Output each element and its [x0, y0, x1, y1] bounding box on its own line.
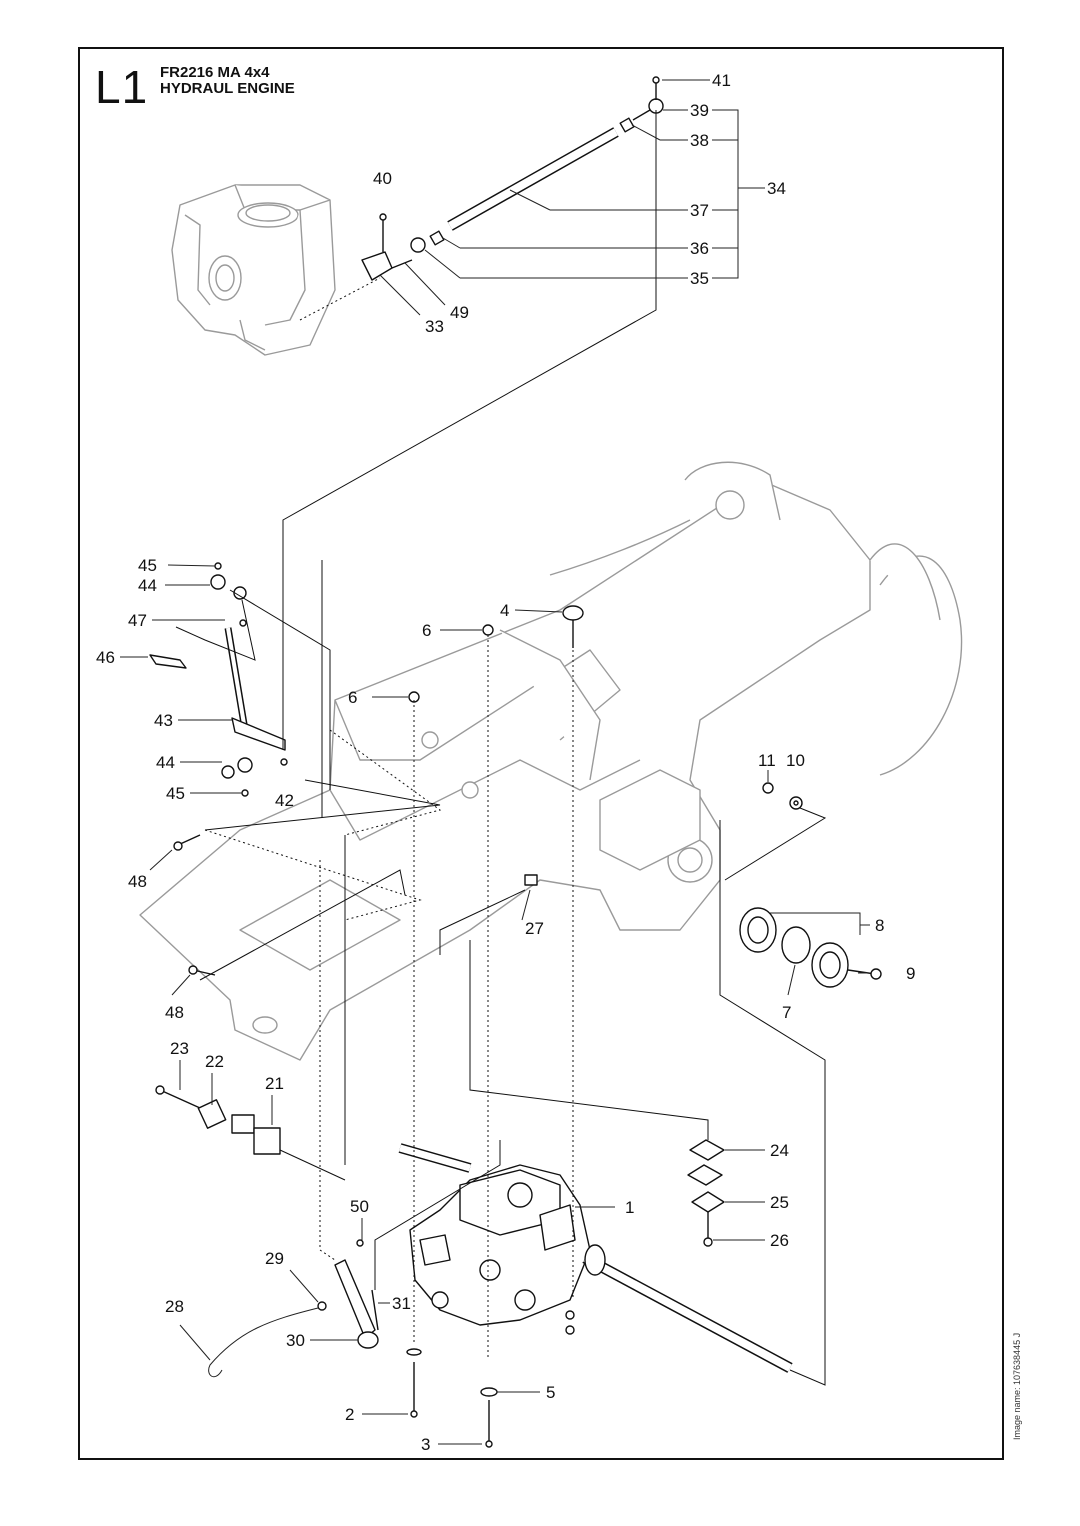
callout-3: 3	[421, 1435, 430, 1454]
chassis-frame-ghost	[139, 461, 963, 1061]
callout-11: 11	[758, 751, 776, 770]
steering-arm-parts	[149, 562, 288, 797]
callout-6-lower: 6	[348, 688, 357, 707]
axle-bearing-parts	[739, 782, 882, 988]
callout-leaders	[120, 79, 870, 1445]
callout-21: 21	[265, 1074, 284, 1093]
callout-28: 28	[165, 1297, 184, 1316]
drawing-frame	[78, 47, 1004, 1460]
callout-38: 38	[690, 131, 709, 150]
callout-41: 41	[712, 71, 731, 90]
clamp-24-25-26	[687, 1139, 725, 1247]
callout-34: 34	[767, 179, 786, 198]
callout-33: 33	[425, 317, 444, 336]
callout-47: 47	[128, 611, 147, 630]
callout-23: 23	[170, 1039, 189, 1058]
shift-lever-parts	[208, 1239, 379, 1378]
callout-7: 7	[782, 1003, 791, 1022]
callout-36: 36	[690, 239, 709, 258]
model-name: FR2216 MA 4x4	[160, 64, 270, 81]
sheet-title: HYDRAUL ENGINE	[160, 80, 295, 97]
tie-rod-assembly	[361, 76, 664, 281]
assembly-lines	[175, 110, 827, 1386]
callout-46: 46	[96, 648, 115, 667]
callout-27: 27	[525, 919, 544, 938]
callout-45-bottom: 45	[166, 784, 185, 803]
bolts-2-3-5	[406, 1310, 575, 1448]
callout-45-top: 45	[138, 556, 157, 575]
section-code: L1	[95, 61, 149, 113]
callout-48-upper: 48	[128, 872, 147, 891]
bolt-4-nuts-6	[408, 605, 584, 886]
callout-22: 22	[205, 1052, 224, 1071]
callout-26: 26	[770, 1231, 789, 1250]
callout-44-top: 44	[138, 576, 157, 595]
brackets-21-22-23	[155, 1085, 281, 1155]
callout-10: 10	[786, 751, 805, 770]
transmission-housing-ghost	[171, 184, 336, 356]
callout-8: 8	[875, 916, 884, 935]
callout-24: 24	[770, 1141, 789, 1160]
transaxle-unit	[398, 1143, 793, 1373]
callout-9: 9	[906, 964, 915, 983]
callout-39: 39	[690, 101, 709, 120]
callout-2: 2	[345, 1405, 354, 1424]
callout-5: 5	[546, 1383, 555, 1402]
callout-37: 37	[690, 201, 709, 220]
callout-6-upper: 6	[422, 621, 431, 640]
callout-25: 25	[770, 1193, 789, 1212]
callout-44-bottom: 44	[156, 753, 175, 772]
callout-1: 1	[625, 1198, 634, 1217]
callout-43: 43	[154, 711, 173, 730]
callout-48-lower: 48	[165, 1003, 184, 1022]
callout-42: 42	[275, 791, 294, 810]
callout-49: 49	[450, 303, 469, 322]
callout-30: 30	[286, 1331, 305, 1350]
callout-29: 29	[265, 1249, 284, 1268]
callout-31: 31	[392, 1294, 411, 1313]
callout-50: 50	[350, 1197, 369, 1216]
callout-40: 40	[373, 169, 392, 188]
callout-numbers: 41 39 38 34 37 36 35 40 49 33 45 44 47 4…	[96, 71, 915, 1454]
callout-35: 35	[690, 269, 709, 288]
callout-4: 4	[500, 601, 509, 620]
